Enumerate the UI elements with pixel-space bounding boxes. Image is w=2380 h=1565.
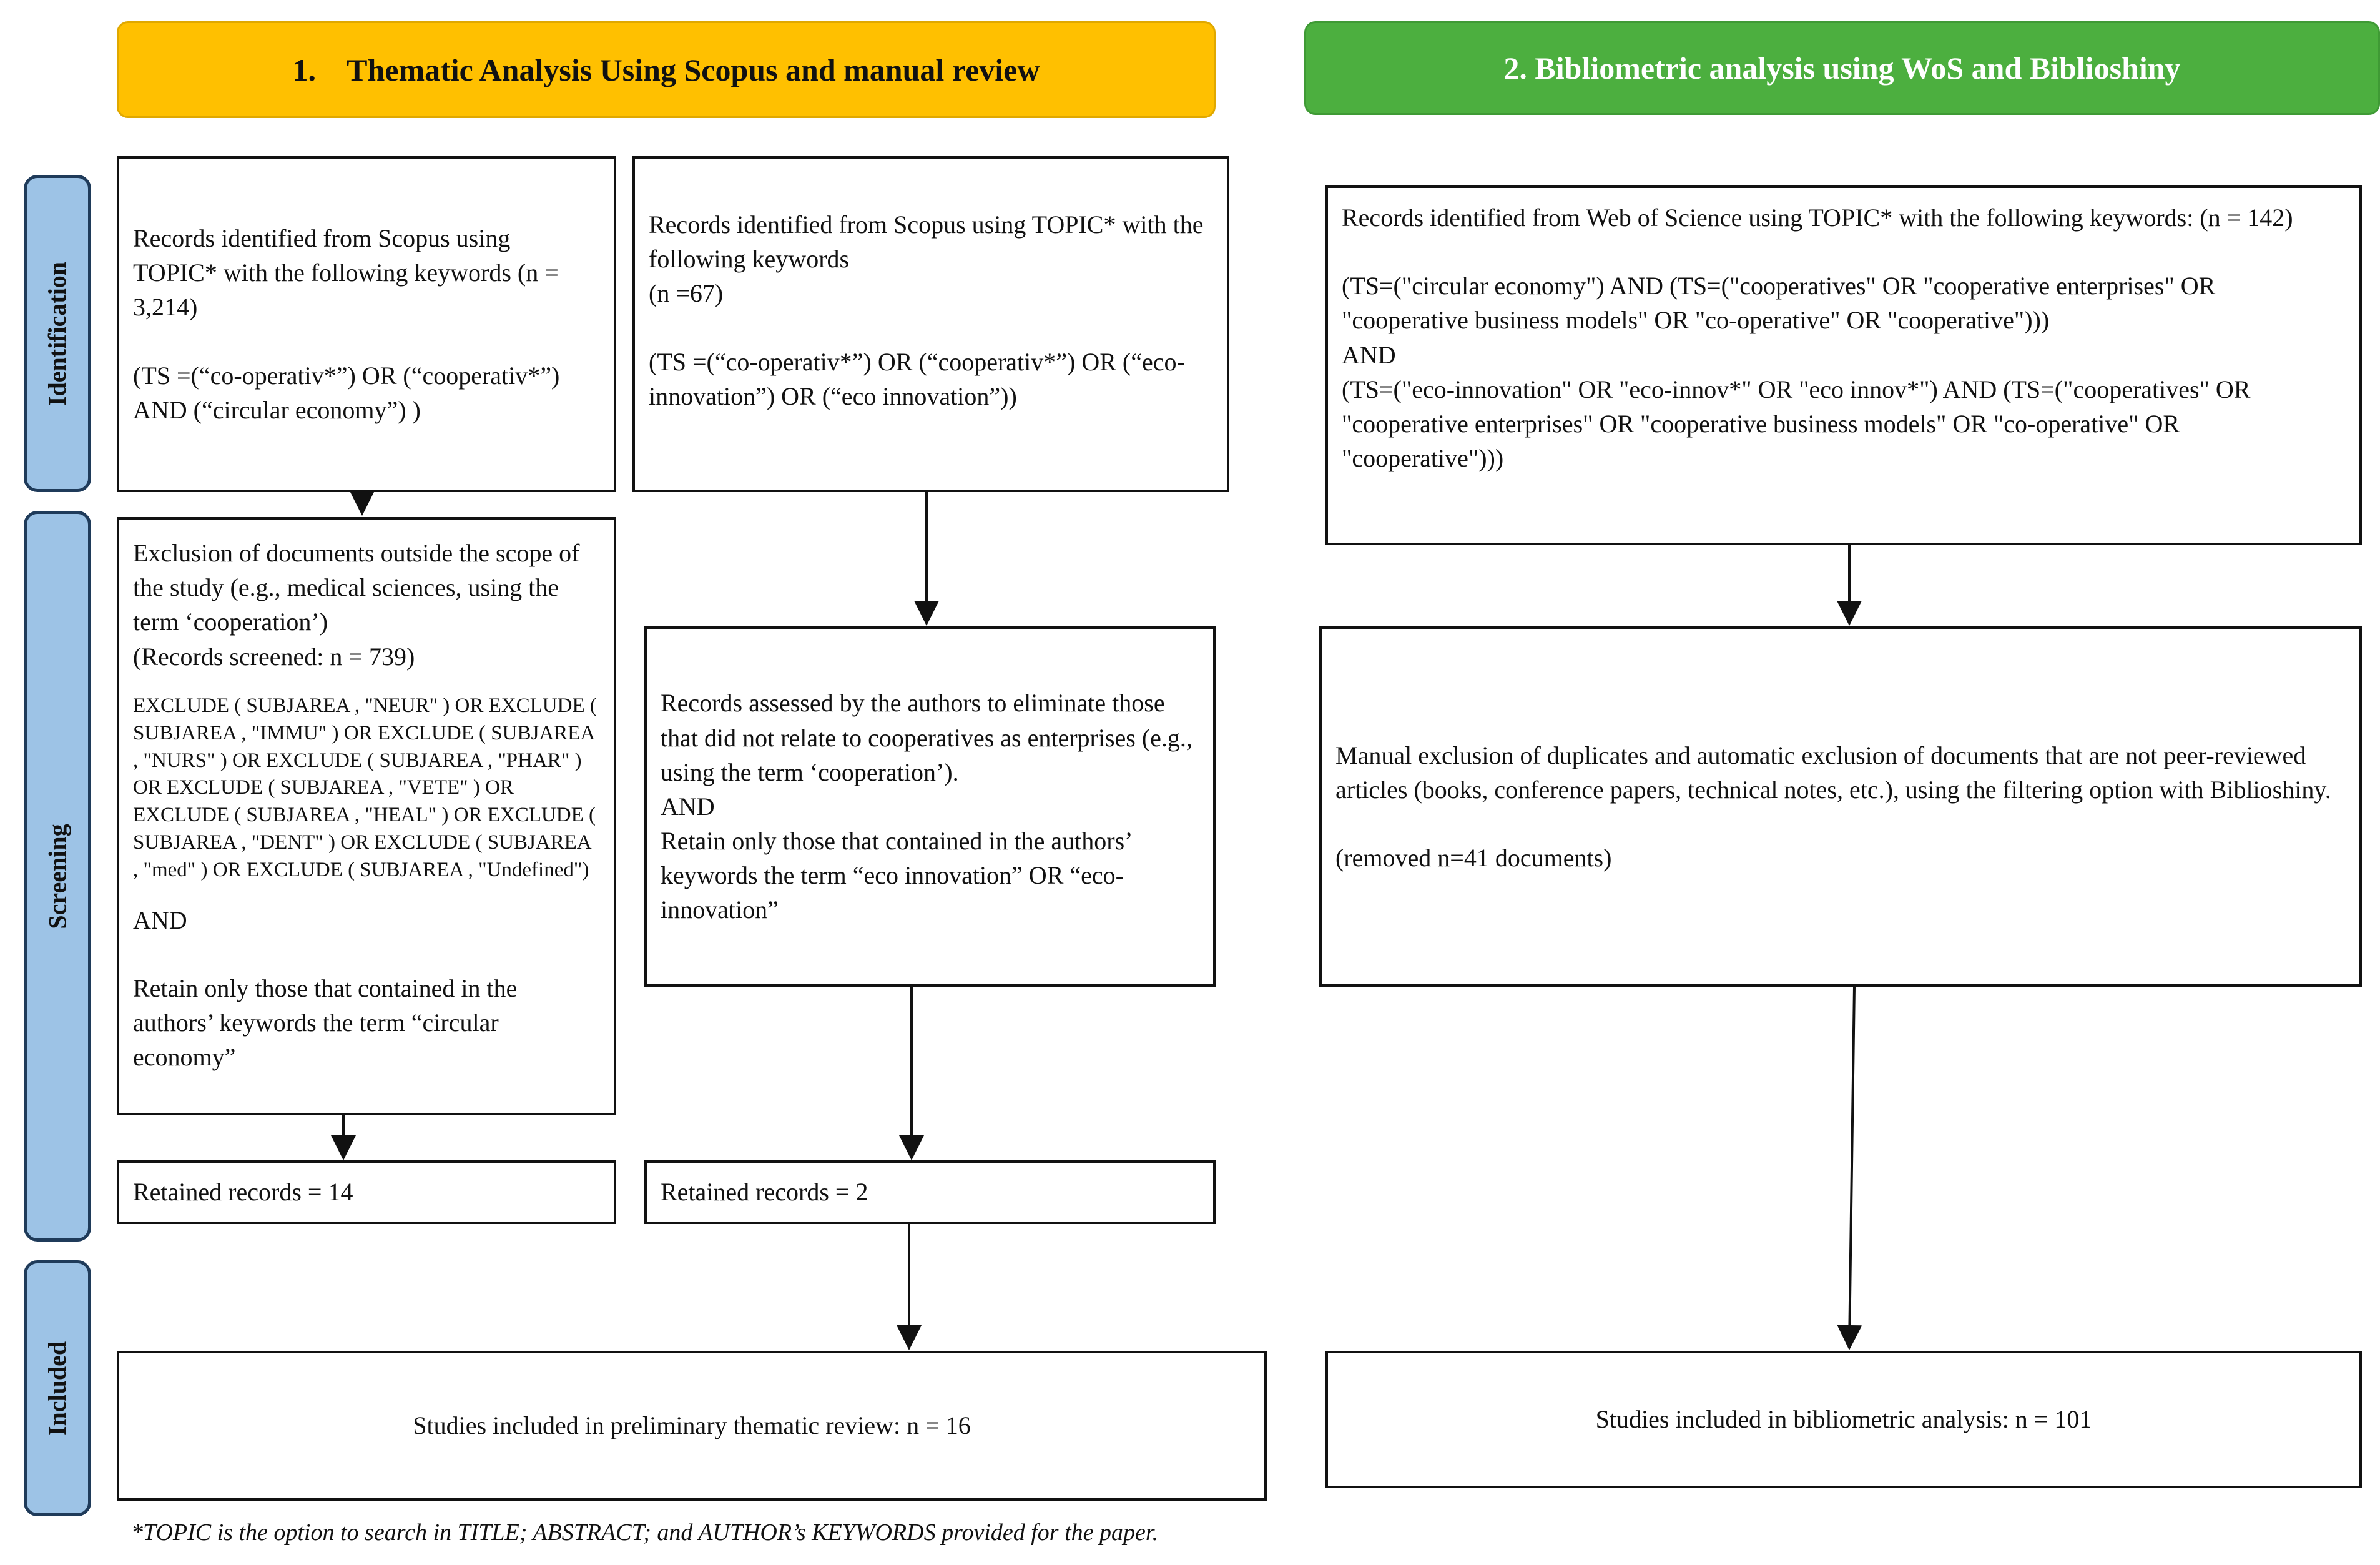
scopus-eco-identified-box: Records identified from Scopus using TOP… — [632, 156, 1229, 492]
scopus-eco-retained-box: Retained records = 2 — [644, 1160, 1216, 1224]
scopus-ce-retained-box: Retained records = 14 — [117, 1160, 616, 1224]
scopus-ce-screening-box: Exclusion of documents outside the scope… — [117, 517, 616, 1115]
scopus-eco-identified-text: Records identified from Scopus using TOP… — [649, 210, 1204, 274]
wos-identified-text: Records identified from Web of Science u… — [1342, 204, 2293, 232]
scopus-eco-and-text: AND — [661, 792, 715, 821]
scopus-ce-identified-text: Records identified from Scopus using TOP… — [133, 224, 559, 322]
footnote: *TOPIC is the option to search in TITLE;… — [131, 1519, 1505, 1554]
scopus-ce-retain-text: Retain only those that contained in the … — [133, 974, 518, 1072]
scopus-included-text: Studies included in preliminary thematic… — [413, 1411, 971, 1440]
arrow-wos-screening-to-included — [1837, 986, 1862, 1350]
wos-included-text: Studies included in bibliometric analysi… — [1595, 1405, 2092, 1434]
wos-section-title: 2. Bibliometric analysis using WoS and B… — [1503, 51, 2181, 86]
stage-screening: Screening — [24, 511, 91, 1242]
wos-exclusion-text: Manual exclusion of duplicates and autom… — [1335, 741, 2331, 804]
scopus-eco-assessed-text: Records assessed by the authors to elimi… — [661, 689, 1192, 786]
scopus-ce-exclude-query: EXCLUDE ( SUBJAREA , "NEUR" ) OR EXCLUDE… — [133, 694, 597, 881]
scopus-eco-retained-text: Retained records = 2 — [661, 1178, 868, 1207]
scopus-section-title: 1. Thematic Analysis Using Scopus and ma… — [292, 52, 1040, 87]
scopus-eco-screening-box: Records assessed by the authors to elimi… — [644, 626, 1216, 987]
stage-identification: Identification — [24, 175, 91, 492]
wos-section-header: 2. Bibliometric analysis using WoS and B… — [1304, 21, 2380, 115]
scopus-eco-query-text: (TS =(“co-operativ*”) OR (“cooperativ*”)… — [649, 347, 1185, 410]
scopus-included-box: Studies included in preliminary thematic… — [117, 1351, 1267, 1501]
scopus-ce-query-text: (TS =(“co-operativ*”) OR (“cooperativ*”)… — [133, 361, 560, 424]
scopus-ce-retained-text: Retained records = 14 — [133, 1178, 353, 1207]
scopus-ce-records-screened: (Records screened: n = 739) — [133, 642, 415, 671]
wos-included-box: Studies included in bibliometric analysi… — [1325, 1351, 2362, 1488]
scopus-ce-and-text: AND — [133, 906, 187, 934]
scopus-ce-exclusion-text: Exclusion of documents outside the scope… — [133, 539, 580, 636]
stage-included: Included — [24, 1260, 91, 1516]
scopus-ce-identified-box: Records identified from Scopus using TOP… — [117, 156, 616, 492]
scopus-section-header: 1. Thematic Analysis Using Scopus and ma… — [117, 21, 1216, 118]
wos-removed-text: (removed n=41 documents) — [1335, 844, 1612, 872]
scopus-eco-retain-text: Retain only those that contained in the … — [661, 827, 1131, 924]
wos-identified-box: Records identified from Web of Science u… — [1325, 185, 2362, 545]
wos-screening-box: Manual exclusion of duplicates and autom… — [1319, 626, 2362, 987]
wos-query-ce-text: (TS=("circular economy") AND (TS=("coope… — [1342, 272, 2216, 335]
footnote-text: *TOPIC is the option to search in TITLE;… — [131, 1519, 1158, 1546]
scopus-eco-count-text: (n =67) — [649, 279, 724, 308]
wos-query-eco-text: (TS=("eco-innovation" OR "eco-innov*" OR… — [1342, 375, 2251, 473]
wos-and-text: AND — [1342, 340, 1396, 369]
